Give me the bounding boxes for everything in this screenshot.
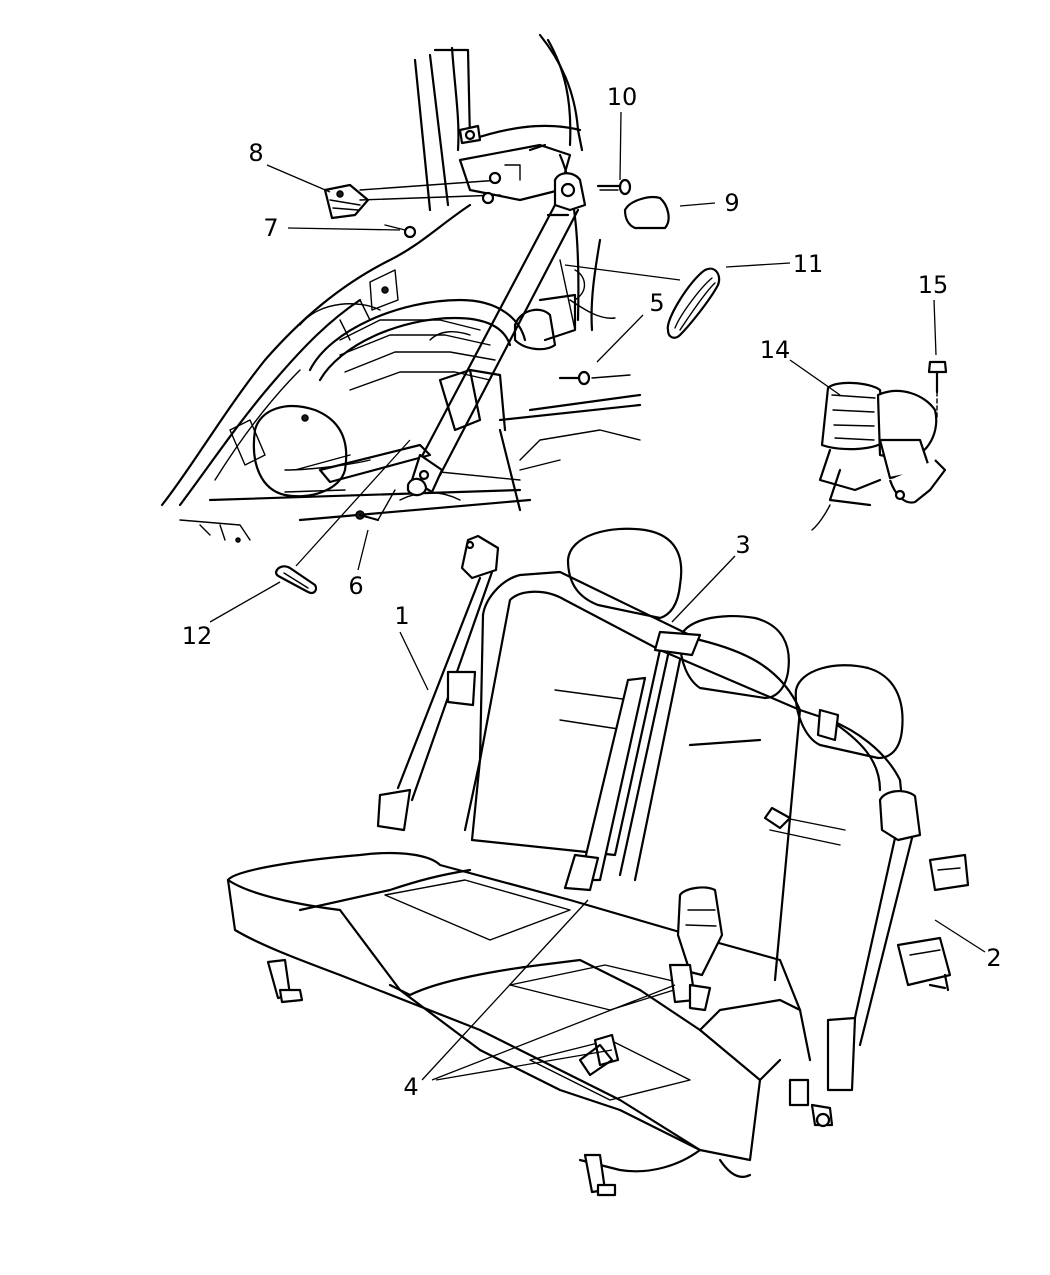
callout-7: 7 <box>263 214 278 242</box>
anchor-plate-part-8 <box>323 171 502 239</box>
buckles-part-4 <box>563 676 724 1077</box>
bolt-part-10 <box>596 178 632 196</box>
bolt-part-15 <box>927 360 948 421</box>
leader-9 <box>679 202 716 207</box>
bolt-part-6 <box>355 489 396 522</box>
leader-8 <box>266 164 331 193</box>
center-belt-part-3 <box>618 630 702 882</box>
bolt-part-5 <box>558 370 631 386</box>
callout-6: 6 <box>348 572 363 600</box>
outboard-belt-part-1 <box>376 534 500 832</box>
rear-bench-seat <box>226 527 907 1197</box>
callout-9: 9 <box>724 189 739 217</box>
callout-leaders <box>209 111 986 1081</box>
leader-4a <box>421 899 589 1081</box>
leader-2 <box>934 919 986 953</box>
callout-4: 4 <box>403 1073 418 1101</box>
callout-5: 5 <box>649 289 664 317</box>
bezel-part-12 <box>274 565 318 594</box>
leader-5 <box>596 314 644 363</box>
leader-11b <box>564 264 681 281</box>
callout-labels: 1 2 3 4 5 6 7 8 9 10 11 12 14 15 <box>182 83 1002 1101</box>
callout-11: 11 <box>793 250 824 278</box>
callout-3: 3 <box>735 531 750 559</box>
leader-4c <box>435 1049 613 1081</box>
leader-11 <box>725 262 791 268</box>
callout-10: 10 <box>607 83 638 111</box>
callout-1: 1 <box>394 602 409 630</box>
callout-14: 14 <box>760 336 791 364</box>
callout-8: 8 <box>248 139 263 167</box>
leader-3 <box>671 555 736 623</box>
leader-12b <box>295 439 411 567</box>
wheel-housing <box>252 298 527 498</box>
callout-2: 2 <box>986 944 1001 972</box>
vehicle-body-quarter-panel <box>160 33 642 543</box>
leader-4b <box>431 984 676 1081</box>
outboard-belt-part-2 <box>826 790 970 1092</box>
callout-15: 15 <box>918 271 949 299</box>
leader-7 <box>287 227 401 231</box>
trim-cover-part-9 <box>623 196 670 230</box>
callout-12: 12 <box>182 622 213 650</box>
bezel-part-11 <box>666 267 721 339</box>
leader-15 <box>933 299 937 356</box>
leader-6 <box>357 529 369 571</box>
leader-1 <box>399 631 429 691</box>
upper-quarter-belt-assembly <box>406 172 587 497</box>
retractor-assembly-part-14 <box>811 381 947 531</box>
leader-12a <box>209 581 281 623</box>
leader-10 <box>619 111 622 181</box>
leader-14 <box>789 359 841 396</box>
